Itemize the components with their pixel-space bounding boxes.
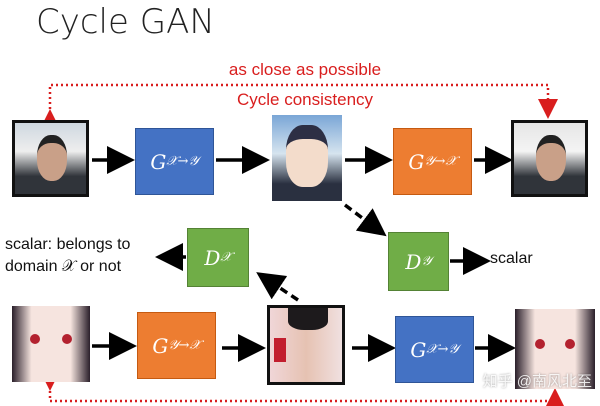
cycle-line-top: [40, 83, 558, 129]
box-label: G: [410, 337, 427, 362]
watermark: 知乎 @南风北至: [482, 373, 592, 390]
box-subscript: 𝒳: [220, 250, 232, 265]
box-label: G: [408, 149, 425, 174]
cycle-line-bottom: [40, 371, 565, 406]
box-label: G: [152, 333, 169, 358]
dx-output-label-line1: scalar: belongs to: [5, 236, 131, 253]
reconstructed-anime-y: [515, 309, 595, 389]
anime-output-y: [272, 115, 342, 201]
reconstructed-photo-x: [511, 120, 588, 197]
dx-output-label-line2: domain 𝒳 or not: [5, 258, 122, 275]
box-subscript: 𝒳→𝒴: [166, 154, 199, 169]
box-subscript: 𝒳→𝒴: [426, 342, 459, 357]
box-subscript: 𝒴: [421, 254, 432, 269]
box-subscript: 𝒴→𝒳: [168, 338, 201, 353]
label-as-close-as-possible: as close as possible: [228, 60, 382, 79]
slide-title: Cycle GAN: [36, 2, 215, 42]
dy-output-label: scalar: [490, 250, 533, 267]
real-photo-x-output: [267, 305, 345, 385]
box-subscript: 𝒴→𝒳: [424, 154, 457, 169]
box-label: D: [204, 245, 221, 270]
box-label: D: [405, 249, 422, 274]
real-photo-x-input: [12, 120, 89, 197]
anime-input-y: [12, 306, 90, 382]
box-label: G: [150, 149, 167, 174]
